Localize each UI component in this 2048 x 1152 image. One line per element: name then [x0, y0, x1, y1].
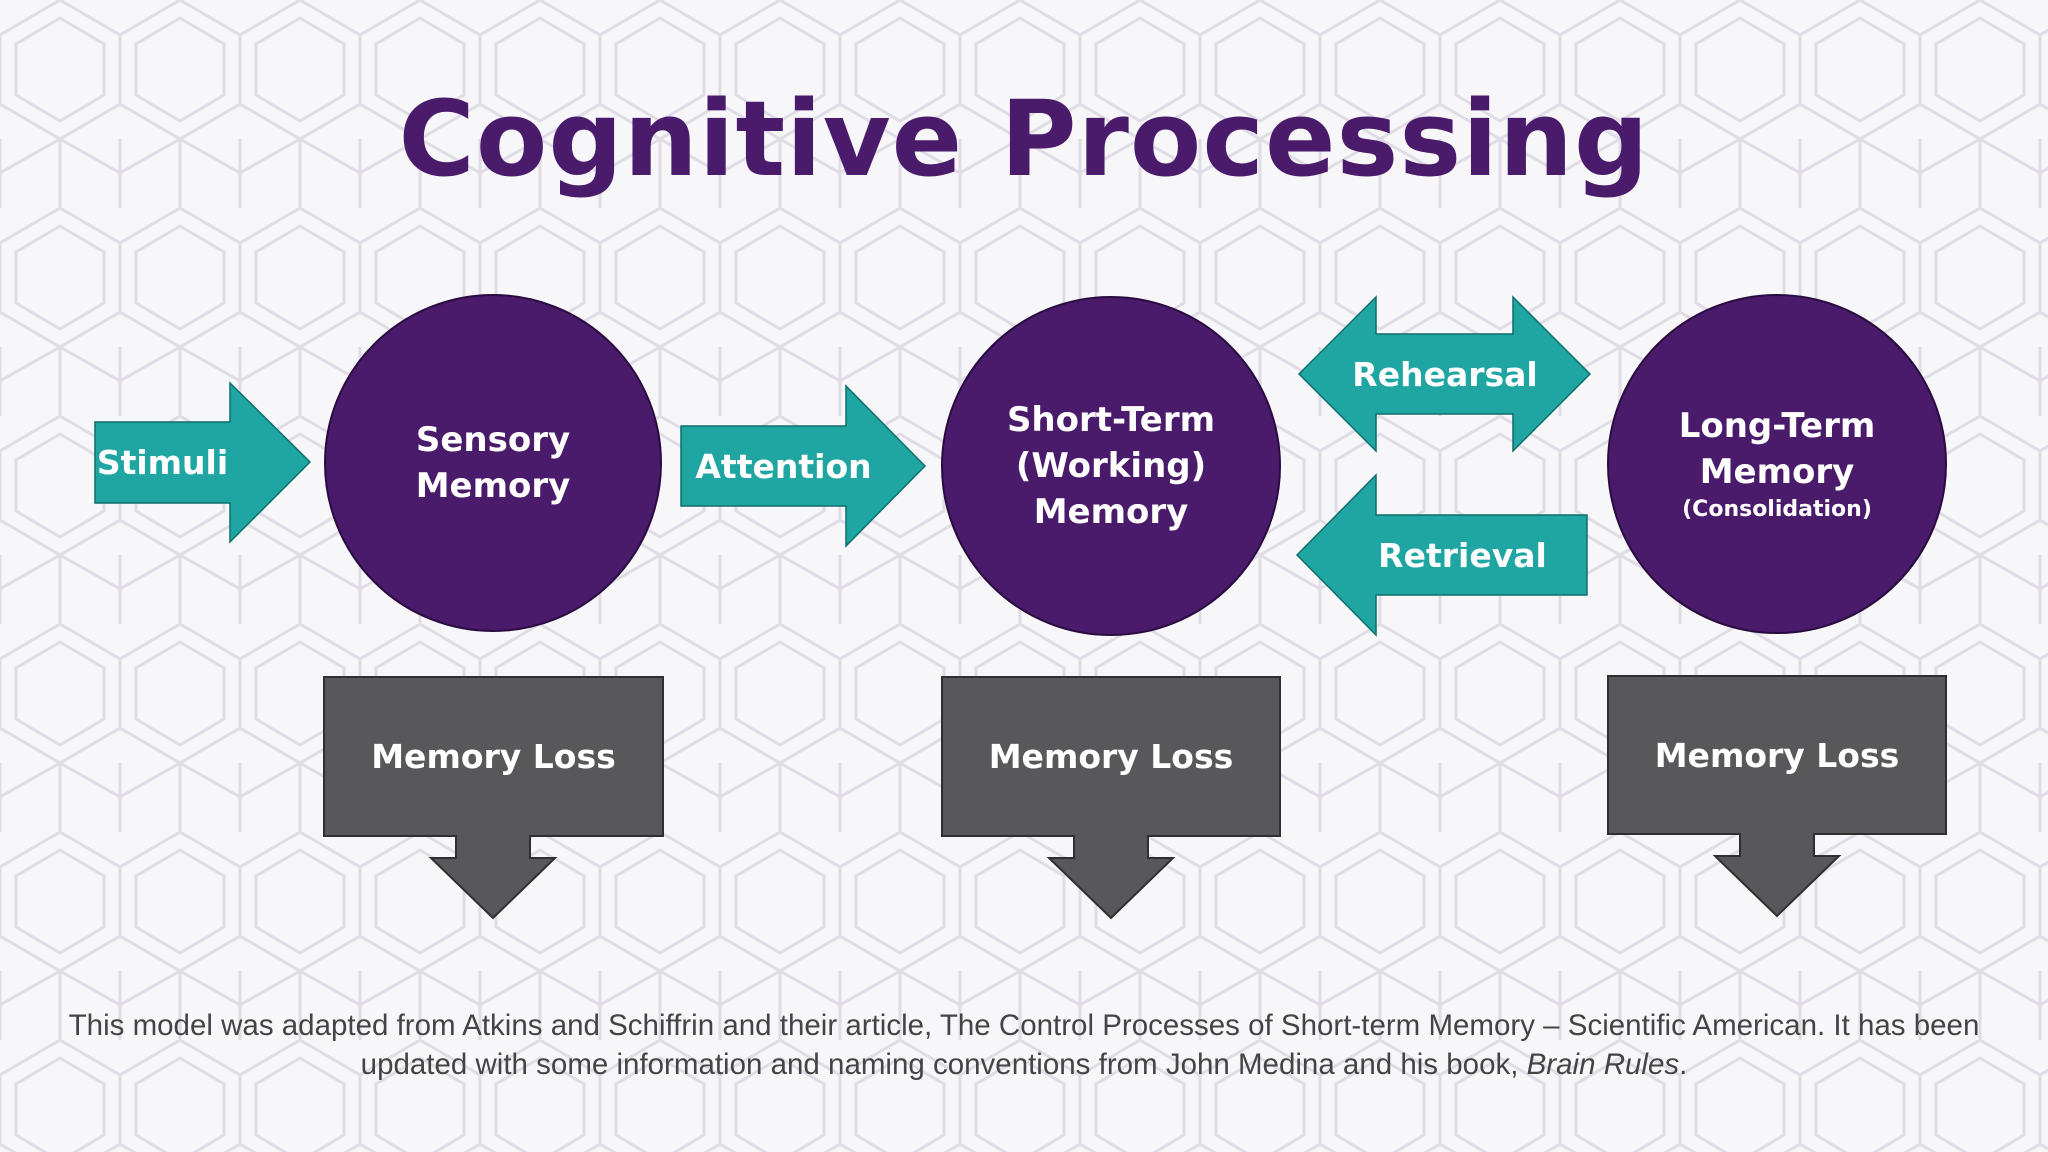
long-term-memory-sublabel: (Consolidation) — [1682, 497, 1872, 522]
short-term-memory-circle — [941, 296, 1281, 636]
sensory-memory-label: Sensory Memory — [343, 393, 643, 533]
attention-label: Attention — [695, 446, 872, 486]
memory-loss-callout-1 — [323, 676, 664, 920]
short-term-memory-line2: (Working) — [1015, 446, 1207, 486]
slide-title: Cognitive Processing — [398, 78, 1650, 200]
long-term-memory-line2: Memory — [1699, 452, 1855, 492]
memory-loss-label-2: Memory Loss — [988, 737, 1234, 776]
memory-loss-callout-2 — [941, 676, 1281, 920]
rehearsal-double-arrow — [1297, 295, 1592, 453]
caption-book-title: Brain Rules — [1526, 1048, 1680, 1081]
rehearsal-label: Rehearsal — [1352, 354, 1538, 394]
source-caption: This model was adapted from Atkins and S… — [20, 1006, 2028, 1084]
stimuli-arrow — [94, 381, 312, 544]
stimuli-label: Stimuli — [96, 443, 229, 482]
short-term-memory-line3: Memory — [1033, 492, 1189, 532]
caption-text: This model was adapted from Atkins and S… — [68, 1009, 1980, 1081]
sensory-memory-line1: Sensory — [415, 420, 571, 460]
short-term-memory-line1: Short-Term — [1006, 400, 1216, 440]
long-term-memory-line1: Long-Term — [1678, 406, 1876, 446]
memory-loss-label-1: Memory Loss — [371, 737, 616, 776]
caption-end: . — [1679, 1048, 1688, 1081]
sensory-memory-line2: Memory — [415, 466, 571, 506]
attention-arrow — [680, 384, 927, 548]
short-term-memory-label: Short-Term (Working) Memory — [961, 396, 1261, 536]
long-term-memory-label: Long-Term Memory (Consolidation) — [1627, 394, 1927, 534]
retrieval-label: Retrieval — [1378, 535, 1547, 575]
long-term-memory-circle — [1607, 294, 1947, 634]
retrieval-arrow — [1295, 473, 1588, 637]
memory-loss-label-3: Memory Loss — [1654, 735, 1900, 775]
memory-loss-callout-3 — [1607, 675, 1947, 918]
sensory-memory-circle — [324, 294, 662, 632]
